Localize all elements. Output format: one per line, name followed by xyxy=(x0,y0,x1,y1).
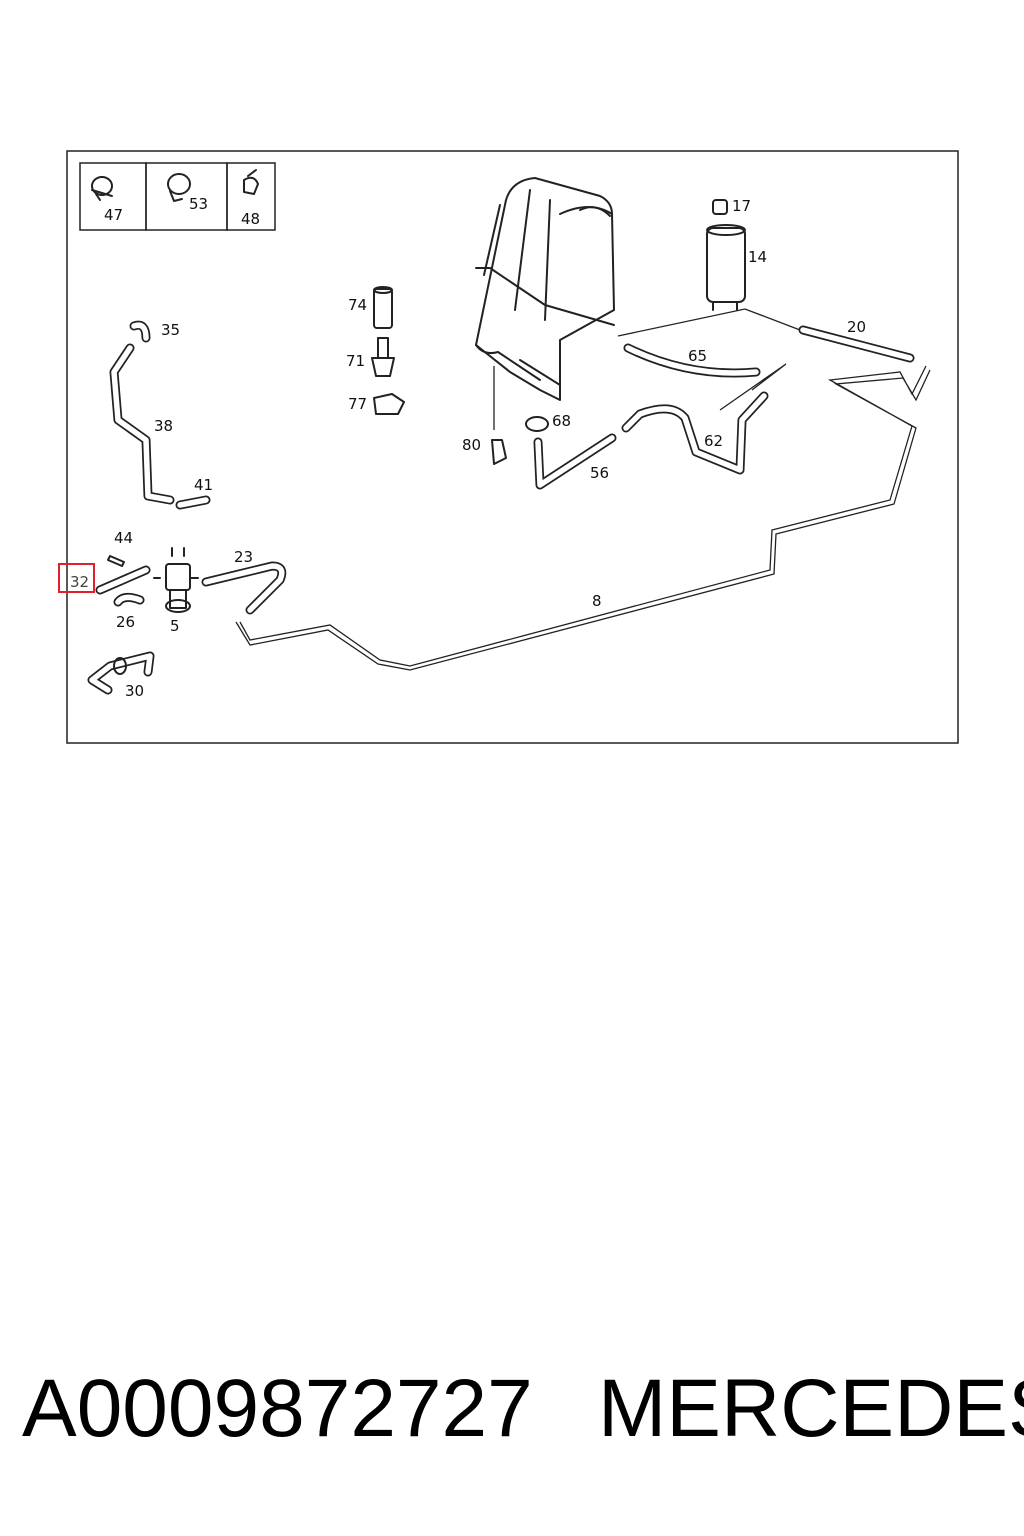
hose-20 xyxy=(798,325,915,363)
callout-26: 26 xyxy=(116,613,135,631)
callout-74: 74 xyxy=(348,296,367,314)
check-valve-30-icon xyxy=(113,657,127,675)
fuel-line-8 xyxy=(235,365,931,671)
part-68-icon xyxy=(525,416,549,432)
diagram-frame xyxy=(66,150,959,744)
part-number: A0009872727 xyxy=(22,1363,533,1454)
hose-62 xyxy=(621,391,769,475)
hose-23 xyxy=(201,561,287,615)
part-26-icon xyxy=(113,592,145,607)
charcoal-canister xyxy=(706,199,746,311)
leader-line xyxy=(617,308,801,337)
clip-48-icon xyxy=(243,169,259,195)
hose-35 xyxy=(129,320,151,343)
callout-41: 41 xyxy=(194,476,213,494)
hose-30 xyxy=(87,651,155,695)
callout-68: 68 xyxy=(552,412,571,430)
callout-77: 77 xyxy=(348,395,367,413)
callout-32: 32 xyxy=(70,573,89,591)
hose-65 xyxy=(623,343,761,378)
callout-65: 65 xyxy=(688,347,707,365)
callout-14: 14 xyxy=(748,248,767,266)
callout-80: 80 xyxy=(462,436,481,454)
part-80-icon xyxy=(491,439,507,465)
fuel-tank xyxy=(475,177,615,401)
callout-44: 44 xyxy=(114,529,133,547)
callout-71: 71 xyxy=(346,352,365,370)
inset-label-53: 53 xyxy=(189,195,208,213)
leader-line xyxy=(719,363,787,411)
brand-name: MERCEDES xyxy=(598,1363,1024,1454)
hose-38 xyxy=(109,343,175,505)
callout-8: 8 xyxy=(592,592,602,610)
clip-53-icon xyxy=(167,173,191,202)
inset-clip-boxes: 47 53 48 xyxy=(79,162,276,231)
part-44-icon xyxy=(107,555,125,567)
hose-32 xyxy=(95,565,151,595)
callout-56: 56 xyxy=(590,464,609,482)
callout-30: 30 xyxy=(125,682,144,700)
callout-38: 38 xyxy=(154,417,173,435)
part-74-icon xyxy=(373,286,393,329)
callout-35: 35 xyxy=(161,321,180,339)
callout-5: 5 xyxy=(170,617,180,635)
inset-label-48: 48 xyxy=(241,210,260,228)
callout-17: 17 xyxy=(732,197,751,215)
highlighted-callout[interactable]: 32 xyxy=(58,563,95,593)
part-71-icon xyxy=(371,337,395,377)
hose-56 xyxy=(533,433,617,490)
hose-41 xyxy=(175,495,211,510)
clip-47-icon xyxy=(91,176,113,201)
part-77-icon xyxy=(373,393,405,415)
callout-23: 23 xyxy=(234,548,253,566)
callout-20: 20 xyxy=(847,318,866,336)
valve-5-icon xyxy=(153,547,199,613)
callout-62: 62 xyxy=(704,432,723,450)
parts-diagram: 47 53 48 17 14 20 65 62 8 xyxy=(58,150,959,744)
inset-label-47: 47 xyxy=(104,206,123,224)
